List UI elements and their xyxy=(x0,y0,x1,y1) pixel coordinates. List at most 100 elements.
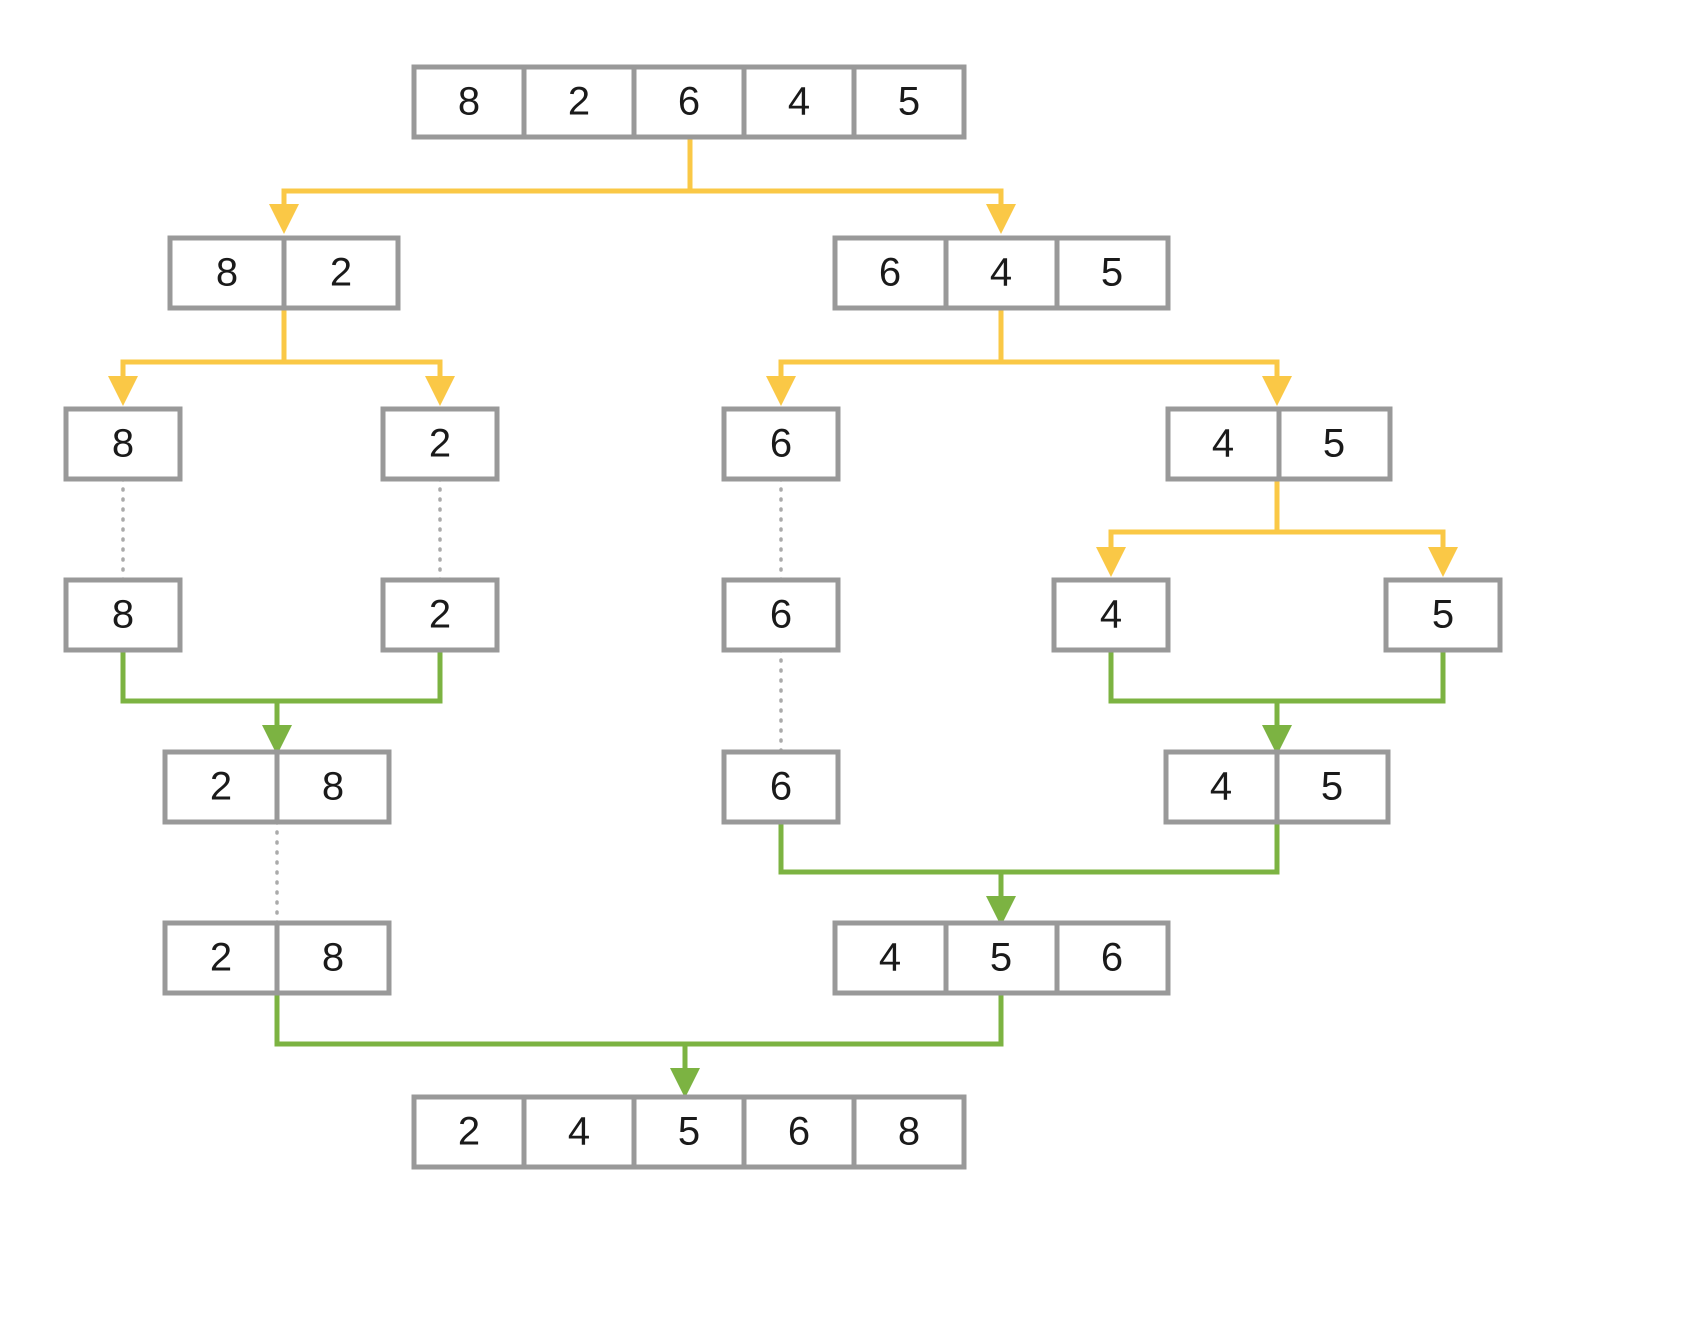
array-root: 8 2 6 4 5 xyxy=(411,64,967,140)
cell-value: 6 xyxy=(1101,936,1123,980)
merge-arrow-right-right xyxy=(1262,725,1292,755)
cell xyxy=(411,64,527,140)
merge-edge-left xyxy=(120,650,443,730)
cell xyxy=(832,235,949,311)
cell xyxy=(851,1094,967,1170)
cell xyxy=(631,1094,747,1170)
cell-value: 8 xyxy=(898,1110,920,1154)
cell-value: 8 xyxy=(458,80,480,124)
cell-value: 4 xyxy=(879,936,901,980)
merge-arrow-right xyxy=(986,896,1016,926)
cell-value: 6 xyxy=(788,1110,810,1154)
cell-value: 8 xyxy=(216,251,238,295)
cell xyxy=(63,577,183,653)
cell xyxy=(1051,577,1171,653)
cell xyxy=(1165,406,1282,482)
cell xyxy=(411,1094,527,1170)
cell-value: 5 xyxy=(1321,765,1343,809)
cell xyxy=(380,406,500,482)
split-edge-left xyxy=(120,308,443,381)
cell-value: 2 xyxy=(330,251,352,295)
merge-edge-right-right xyxy=(1108,650,1446,730)
cell xyxy=(274,749,392,825)
array-carry-left: 2 8 xyxy=(162,920,392,996)
array-leaf-lr: 2 xyxy=(380,577,500,653)
cell-value: 2 xyxy=(210,936,232,980)
split-arrow-rr-left xyxy=(1096,547,1126,577)
array-leaf-rrr: 5 xyxy=(1383,577,1503,653)
split-arrow-rr-right xyxy=(1428,547,1458,577)
cell xyxy=(1276,406,1393,482)
array-split-lr: 2 xyxy=(380,406,500,482)
merge-connectors xyxy=(120,650,1446,1098)
cell xyxy=(167,235,287,311)
cell-value: 2 xyxy=(210,765,232,809)
array-merge-right: 4 5 6 xyxy=(832,920,1171,996)
split-arrow-root-left xyxy=(269,204,299,234)
cell-value: 6 xyxy=(770,422,792,466)
cell xyxy=(851,64,967,140)
split-arrow-root-right xyxy=(986,204,1016,234)
cell-value: 4 xyxy=(1212,422,1234,466)
split-connectors xyxy=(108,137,1458,577)
cell xyxy=(631,64,747,140)
split-edge-root xyxy=(281,137,1004,210)
cell-value: 2 xyxy=(458,1110,480,1154)
merge-edge-right xyxy=(778,822,1280,901)
cell xyxy=(1274,749,1391,825)
cell-value: 2 xyxy=(429,422,451,466)
cell xyxy=(832,920,949,996)
array-split-right: 6 4 5 xyxy=(832,235,1171,311)
cell-value: 5 xyxy=(1323,422,1345,466)
cell-value: 5 xyxy=(678,1110,700,1154)
cell xyxy=(721,577,841,653)
cell-value: 5 xyxy=(1101,251,1123,295)
array-leaf-rl: 6 xyxy=(721,577,841,653)
array-carry-rl: 6 xyxy=(721,749,841,825)
merge-arrow-left xyxy=(262,725,292,755)
cell-value: 6 xyxy=(770,765,792,809)
cell-value: 2 xyxy=(429,593,451,637)
cell xyxy=(1383,577,1503,653)
split-arrow-right-right xyxy=(1262,376,1292,406)
split-edge-right-right xyxy=(1108,479,1446,551)
cell xyxy=(721,406,841,482)
cell-value: 2 xyxy=(568,80,590,124)
split-arrow-left-left xyxy=(108,376,138,406)
cell xyxy=(274,920,392,996)
cell xyxy=(1054,235,1171,311)
cell-value: 4 xyxy=(568,1110,590,1154)
cell-value: 5 xyxy=(990,936,1012,980)
cell xyxy=(1163,749,1280,825)
array-result: 2 4 5 6 8 xyxy=(411,1094,967,1170)
cell xyxy=(721,749,841,825)
cell-value: 4 xyxy=(788,80,810,124)
split-arrow-left-right xyxy=(425,376,455,406)
cell-value: 5 xyxy=(1432,593,1454,637)
cell-value: 4 xyxy=(1100,593,1122,637)
cell-value: 4 xyxy=(990,251,1012,295)
array-leaf-rrl: 4 xyxy=(1051,577,1171,653)
cell xyxy=(380,577,500,653)
cell xyxy=(63,406,183,482)
cell xyxy=(741,1094,857,1170)
cell-value: 6 xyxy=(879,251,901,295)
cell-value: 6 xyxy=(770,593,792,637)
merge-edge-final xyxy=(274,993,1004,1073)
cell-value: 6 xyxy=(678,80,700,124)
array-split-rl: 6 xyxy=(721,406,841,482)
cell xyxy=(162,920,280,996)
cell-value: 8 xyxy=(112,422,134,466)
split-edge-right xyxy=(778,308,1280,381)
array-leaf-ll: 8 xyxy=(63,577,183,653)
array-split-rr: 4 5 xyxy=(1165,406,1393,482)
merge-arrow-final xyxy=(670,1068,700,1098)
cell xyxy=(281,235,401,311)
cell-value: 8 xyxy=(322,936,344,980)
array-split-left: 8 2 xyxy=(167,235,401,311)
cell xyxy=(1054,920,1171,996)
array-split-ll: 8 xyxy=(63,406,183,482)
cell-value: 5 xyxy=(898,80,920,124)
cell-value: 8 xyxy=(322,765,344,809)
